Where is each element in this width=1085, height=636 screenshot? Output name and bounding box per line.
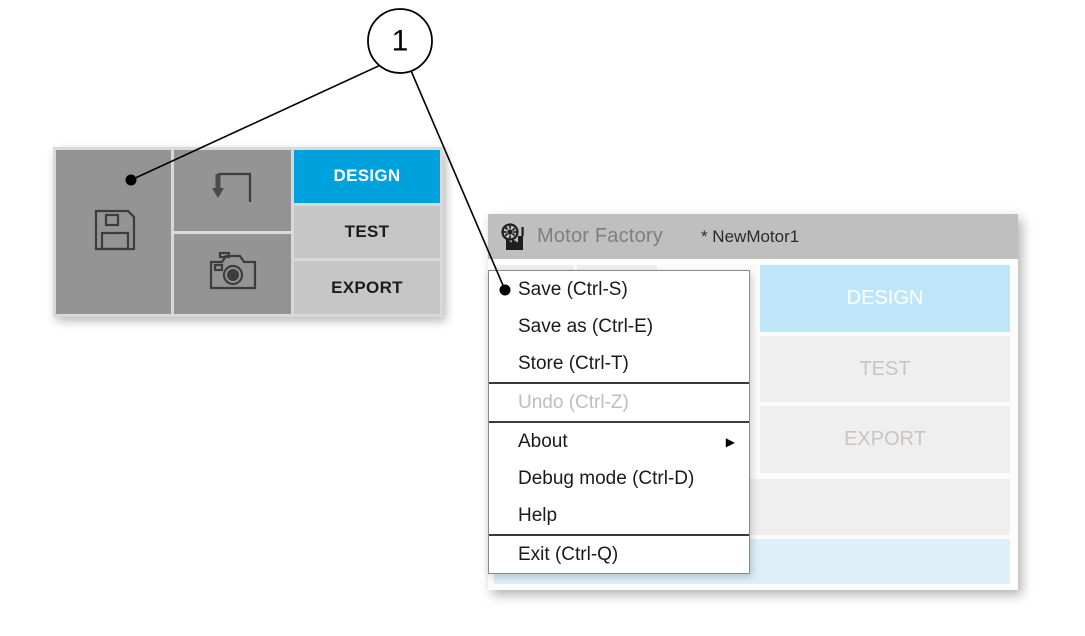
zoomed-toolbar-detail-panel: DESIGN TEST EXPORT	[53, 147, 443, 317]
undo-arrow-icon	[208, 168, 258, 213]
save-tile[interactable]	[56, 150, 171, 314]
floppy-disk-save-icon	[88, 204, 140, 261]
menu-item-save-label: Save (Ctrl-S)	[518, 278, 628, 300]
detail-tab-export-label: EXPORT	[331, 277, 403, 297]
menu-separator	[489, 534, 749, 536]
tab-test[interactable]: TEST	[760, 335, 1010, 403]
background-mode-tabs: DESIGN TEST EXPORT	[760, 265, 1010, 474]
menu-separator	[489, 382, 749, 384]
menu-item-store[interactable]: Store (Ctrl-T)	[489, 345, 749, 382]
detail-secondary-tiles	[174, 150, 291, 314]
menu-item-save[interactable]: Save (Ctrl-S)	[489, 271, 749, 308]
menu-item-undo-label: Undo (Ctrl-Z)	[518, 391, 629, 413]
chevron-right-icon: ▶	[725, 434, 735, 449]
app-title: Motor Factory	[537, 225, 663, 247]
menu-item-save-as-label: Save as (Ctrl-E)	[518, 315, 654, 337]
menu-item-exit[interactable]: Exit (Ctrl-Q)	[489, 536, 749, 573]
callout-marker-circle	[367, 8, 433, 74]
menu-item-debug-mode[interactable]: Debug mode (Ctrl-D)	[489, 460, 749, 497]
factory-gear-logo-icon	[499, 222, 529, 252]
callout-marker-number: 1	[392, 25, 409, 58]
menu-item-help[interactable]: Help	[489, 497, 749, 534]
camera-snapshot-icon	[207, 250, 259, 297]
menu-item-store-label: Store (Ctrl-T)	[518, 352, 629, 374]
menu-group-file: Save (Ctrl-S) Save as (Ctrl-E) Store (Ct…	[489, 271, 749, 382]
detail-mode-tabs: DESIGN TEST EXPORT	[294, 150, 440, 315]
file-menu: Save (Ctrl-S) Save as (Ctrl-E) Store (Ct…	[488, 270, 750, 574]
undo-tile[interactable]	[174, 150, 291, 231]
menu-group-edit: Undo (Ctrl-Z)	[489, 384, 749, 421]
tab-design[interactable]: DESIGN	[760, 265, 1010, 332]
detail-tab-design-label: DESIGN	[333, 166, 401, 186]
detail-tab-export[interactable]: EXPORT	[294, 261, 440, 315]
menu-item-about[interactable]: About ▶	[489, 423, 749, 460]
menu-item-about-label: About	[518, 430, 568, 452]
menu-separator	[489, 421, 749, 423]
tab-design-label: DESIGN	[846, 286, 924, 309]
menu-item-help-label: Help	[518, 504, 558, 526]
tab-export[interactable]: EXPORT	[760, 406, 1010, 474]
tab-export-label: EXPORT	[844, 428, 926, 451]
snapshot-tile[interactable]	[174, 233, 291, 314]
menu-group-exit: Exit (Ctrl-Q)	[489, 536, 749, 573]
menu-item-exit-label: Exit (Ctrl-Q)	[518, 543, 619, 565]
title-bar: Motor Factory * NewMotor1	[488, 214, 1018, 259]
document-title: * NewMotor1	[700, 226, 800, 246]
menu-item-undo: Undo (Ctrl-Z)	[489, 384, 749, 421]
menu-item-debug-mode-label: Debug mode (Ctrl-D)	[518, 467, 695, 489]
menu-item-save-as[interactable]: Save as (Ctrl-E)	[489, 308, 749, 345]
detail-tab-test[interactable]: TEST	[294, 205, 440, 259]
detail-tab-design[interactable]: DESIGN	[294, 150, 440, 203]
detail-icon-tiles	[56, 150, 291, 314]
menu-group-help: About ▶ Debug mode (Ctrl-D) Help	[489, 423, 749, 534]
detail-tab-test-label: TEST	[344, 222, 390, 241]
tab-test-label: TEST	[859, 357, 911, 380]
